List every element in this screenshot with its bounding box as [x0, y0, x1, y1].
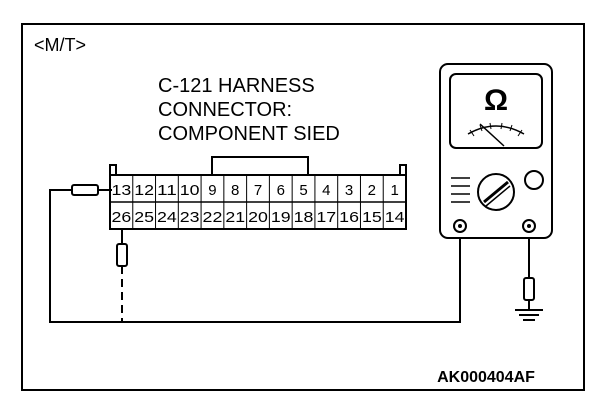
pin-11: 11	[157, 182, 177, 199]
pin-12: 12	[134, 182, 154, 199]
pin-5: 5	[299, 182, 307, 199]
connector-title-line-1: C-121 HARNESS	[158, 75, 315, 97]
probe-icon	[523, 277, 535, 301]
pin-10: 10	[180, 182, 200, 199]
probe-icon	[62, 184, 112, 196]
zero-adjust-knob	[524, 170, 544, 190]
ohmmeter-icon: Ω	[439, 63, 553, 239]
pin-2: 2	[368, 182, 376, 199]
pin-17: 17	[316, 209, 336, 226]
ground-icon	[515, 309, 543, 321]
pin-23: 23	[180, 209, 200, 226]
ohm-symbol: Ω	[484, 84, 508, 117]
pin-1: 1	[390, 182, 398, 199]
figure-code: AK000404AF	[437, 369, 535, 386]
diagram-frame	[21, 23, 585, 391]
pin-16: 16	[339, 209, 359, 226]
pin-13: 13	[112, 182, 132, 199]
pin-25: 25	[134, 209, 154, 226]
pin-26: 26	[112, 209, 132, 226]
pin-21: 21	[225, 209, 245, 226]
connector-title-line-3: COMPONENT SIED	[158, 123, 340, 145]
pin-7: 7	[254, 182, 262, 199]
pin-22: 22	[203, 209, 223, 226]
pin-20: 20	[248, 209, 268, 226]
test-leads	[49, 184, 543, 323]
mode-label: <M/T>	[34, 35, 86, 55]
pin-9: 9	[208, 182, 216, 199]
pin-24: 24	[157, 209, 177, 226]
pin-14: 14	[385, 209, 405, 226]
probe-icon	[116, 229, 128, 322]
pin-3: 3	[345, 182, 353, 199]
pin-18: 18	[294, 209, 314, 226]
pin-6: 6	[277, 182, 285, 199]
pin-15: 15	[362, 209, 382, 226]
pin-19: 19	[271, 209, 291, 226]
connector-title-line-2: CONNECTOR:	[158, 99, 292, 121]
pin-8: 8	[231, 182, 239, 199]
connector-title: C-121 HARNESS CONNECTOR: COMPONENT SIED	[158, 75, 340, 145]
pin-4: 4	[322, 182, 330, 199]
